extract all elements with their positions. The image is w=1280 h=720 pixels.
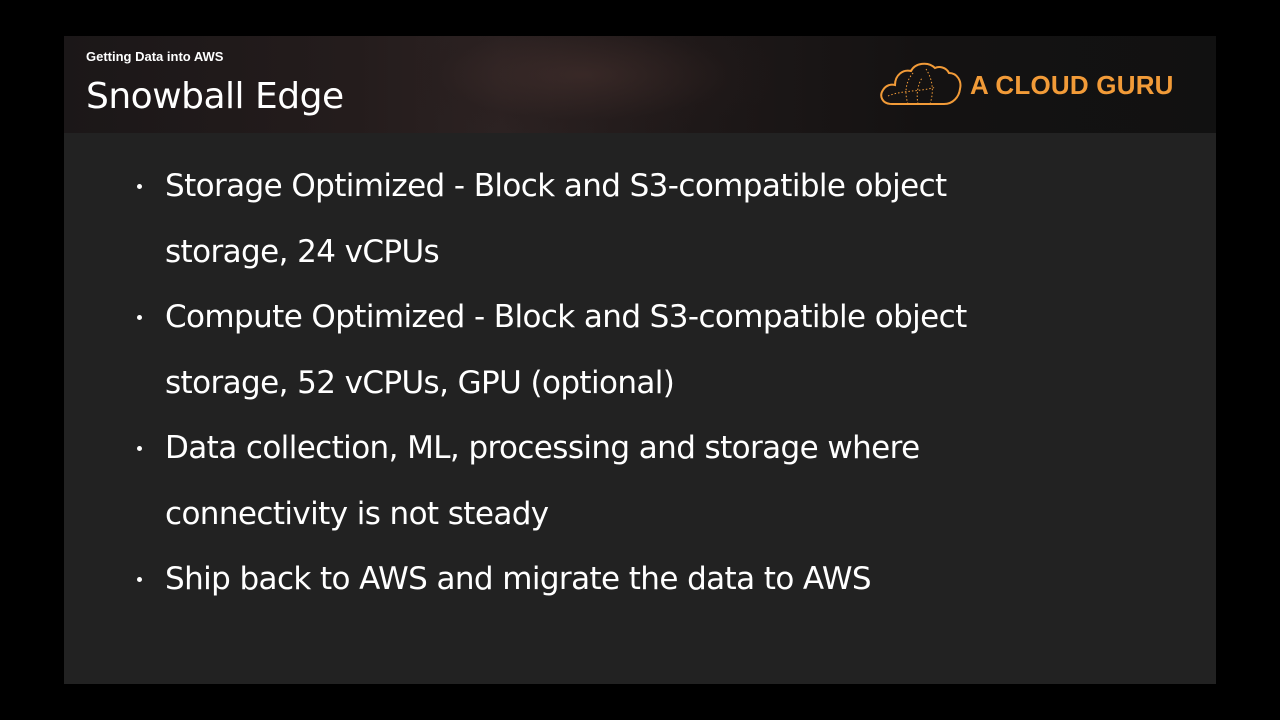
section-subtitle: Getting Data into AWS [86, 49, 224, 64]
bullet-line: connectivity is not steady [165, 495, 549, 532]
bullet-item: Data collection, ML, processing and stor… [134, 416, 1154, 547]
bullet-line: Compute Optimized - Block and S3-compati… [165, 299, 967, 335]
bullet-line: storage, 52 vCPUs, GPU (optional) [165, 364, 675, 401]
bullet-marker [137, 577, 142, 582]
bullet-item: Compute Optimized - Block and S3-compati… [134, 285, 1154, 416]
bullet-item: Ship back to AWS and migrate the data to… [134, 547, 1154, 613]
bullet-list: Storage Optimized - Block and S3-compati… [134, 154, 1154, 613]
brand-logo: A CLOUD GURU [878, 60, 1174, 110]
bullet-line: Ship back to AWS and migrate the data to… [165, 561, 872, 597]
bullet-marker [137, 184, 142, 189]
bullet-line: storage, 24 vCPUs [165, 233, 440, 270]
bullet-item: Storage Optimized - Block and S3-compati… [134, 154, 1154, 285]
bullet-line: Data collection, ML, processing and stor… [165, 430, 920, 466]
slide-header: Getting Data into AWS Snowball Edge A CL… [64, 36, 1216, 133]
header-background-photo [394, 36, 774, 133]
bullet-marker [137, 315, 142, 320]
slide-title: Snowball Edge [86, 76, 344, 117]
cloud-icon [880, 62, 962, 105]
bullet-marker [137, 446, 142, 451]
bullet-line: Storage Optimized - Block and S3-compati… [165, 168, 947, 204]
slide: Getting Data into AWS Snowball Edge A CL… [64, 36, 1216, 684]
brand-logo-text: A CLOUD GURU [970, 69, 1174, 100]
